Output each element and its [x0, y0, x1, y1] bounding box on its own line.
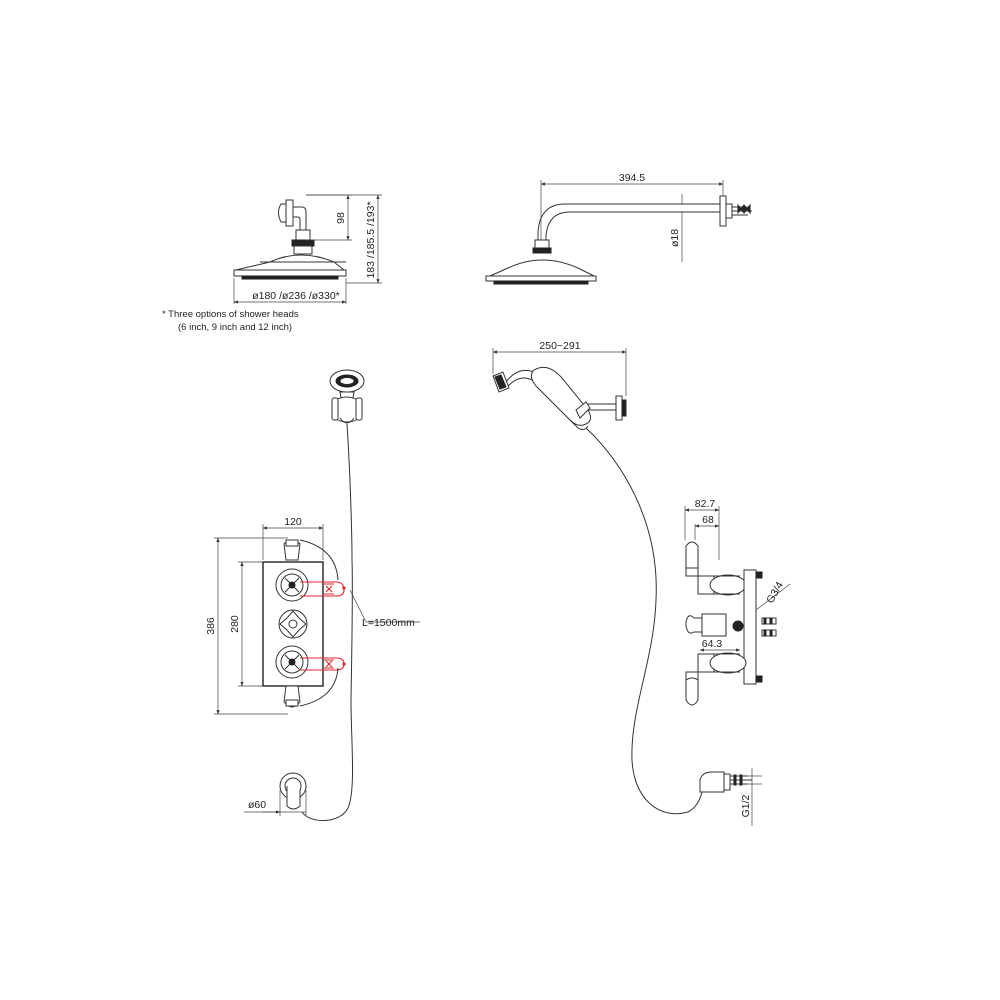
valve-depth-body-label: 68: [702, 514, 714, 526]
valve-width-label: 120: [284, 516, 302, 528]
valve-front-view: 120 386 280: [205, 516, 420, 816]
inlet-thread-label: G3/4: [764, 580, 786, 606]
arm-diameter-label: ø18: [669, 229, 681, 247]
handset-side-view: 250~291: [492, 340, 703, 815]
overhead-total-height-label: 183 /185.5 /193*: [365, 201, 377, 278]
valve-plate-height-label: 280: [229, 615, 241, 633]
hose-length-label: L=1500mm: [362, 617, 415, 629]
overhead-shower-front-view: 98 183 /185.5 /193* ø180 /ø236 /ø330* * …: [162, 194, 382, 333]
handset-projection-label: 250~291: [539, 340, 580, 352]
valve-total-height-label: 386: [205, 617, 217, 635]
valve-offset-label: 64.3: [702, 638, 723, 650]
overhead-arm-height-label: 98: [335, 212, 347, 224]
wall-outlet-front: ø60: [244, 772, 307, 816]
lever-rotation-indicator-bottom: [300, 657, 346, 671]
wall-outlet-side: G1/2: [699, 768, 762, 826]
outlet-thread-label: G1/2: [740, 794, 752, 817]
overhead-diameter-label: ø180 /ø236 /ø330*: [252, 290, 340, 302]
lever-rotation-indicator-top: [300, 581, 346, 597]
valve-side-view: 82.7 68 G3/4 64.3: [684, 498, 791, 826]
handset-front-view: [301, 369, 365, 821]
outlet-diameter-label: ø60: [248, 799, 266, 811]
shower-head-options-note: * Three options of shower heads: [162, 309, 299, 320]
arm-length-label: 394.5: [619, 172, 645, 184]
shower-head-options-sizes: (6 inch, 9 inch and 12 inch): [178, 322, 292, 333]
overhead-shower-side-view: 394.5 ø18: [485, 172, 752, 285]
valve-depth-total-label: 82.7: [695, 498, 716, 510]
